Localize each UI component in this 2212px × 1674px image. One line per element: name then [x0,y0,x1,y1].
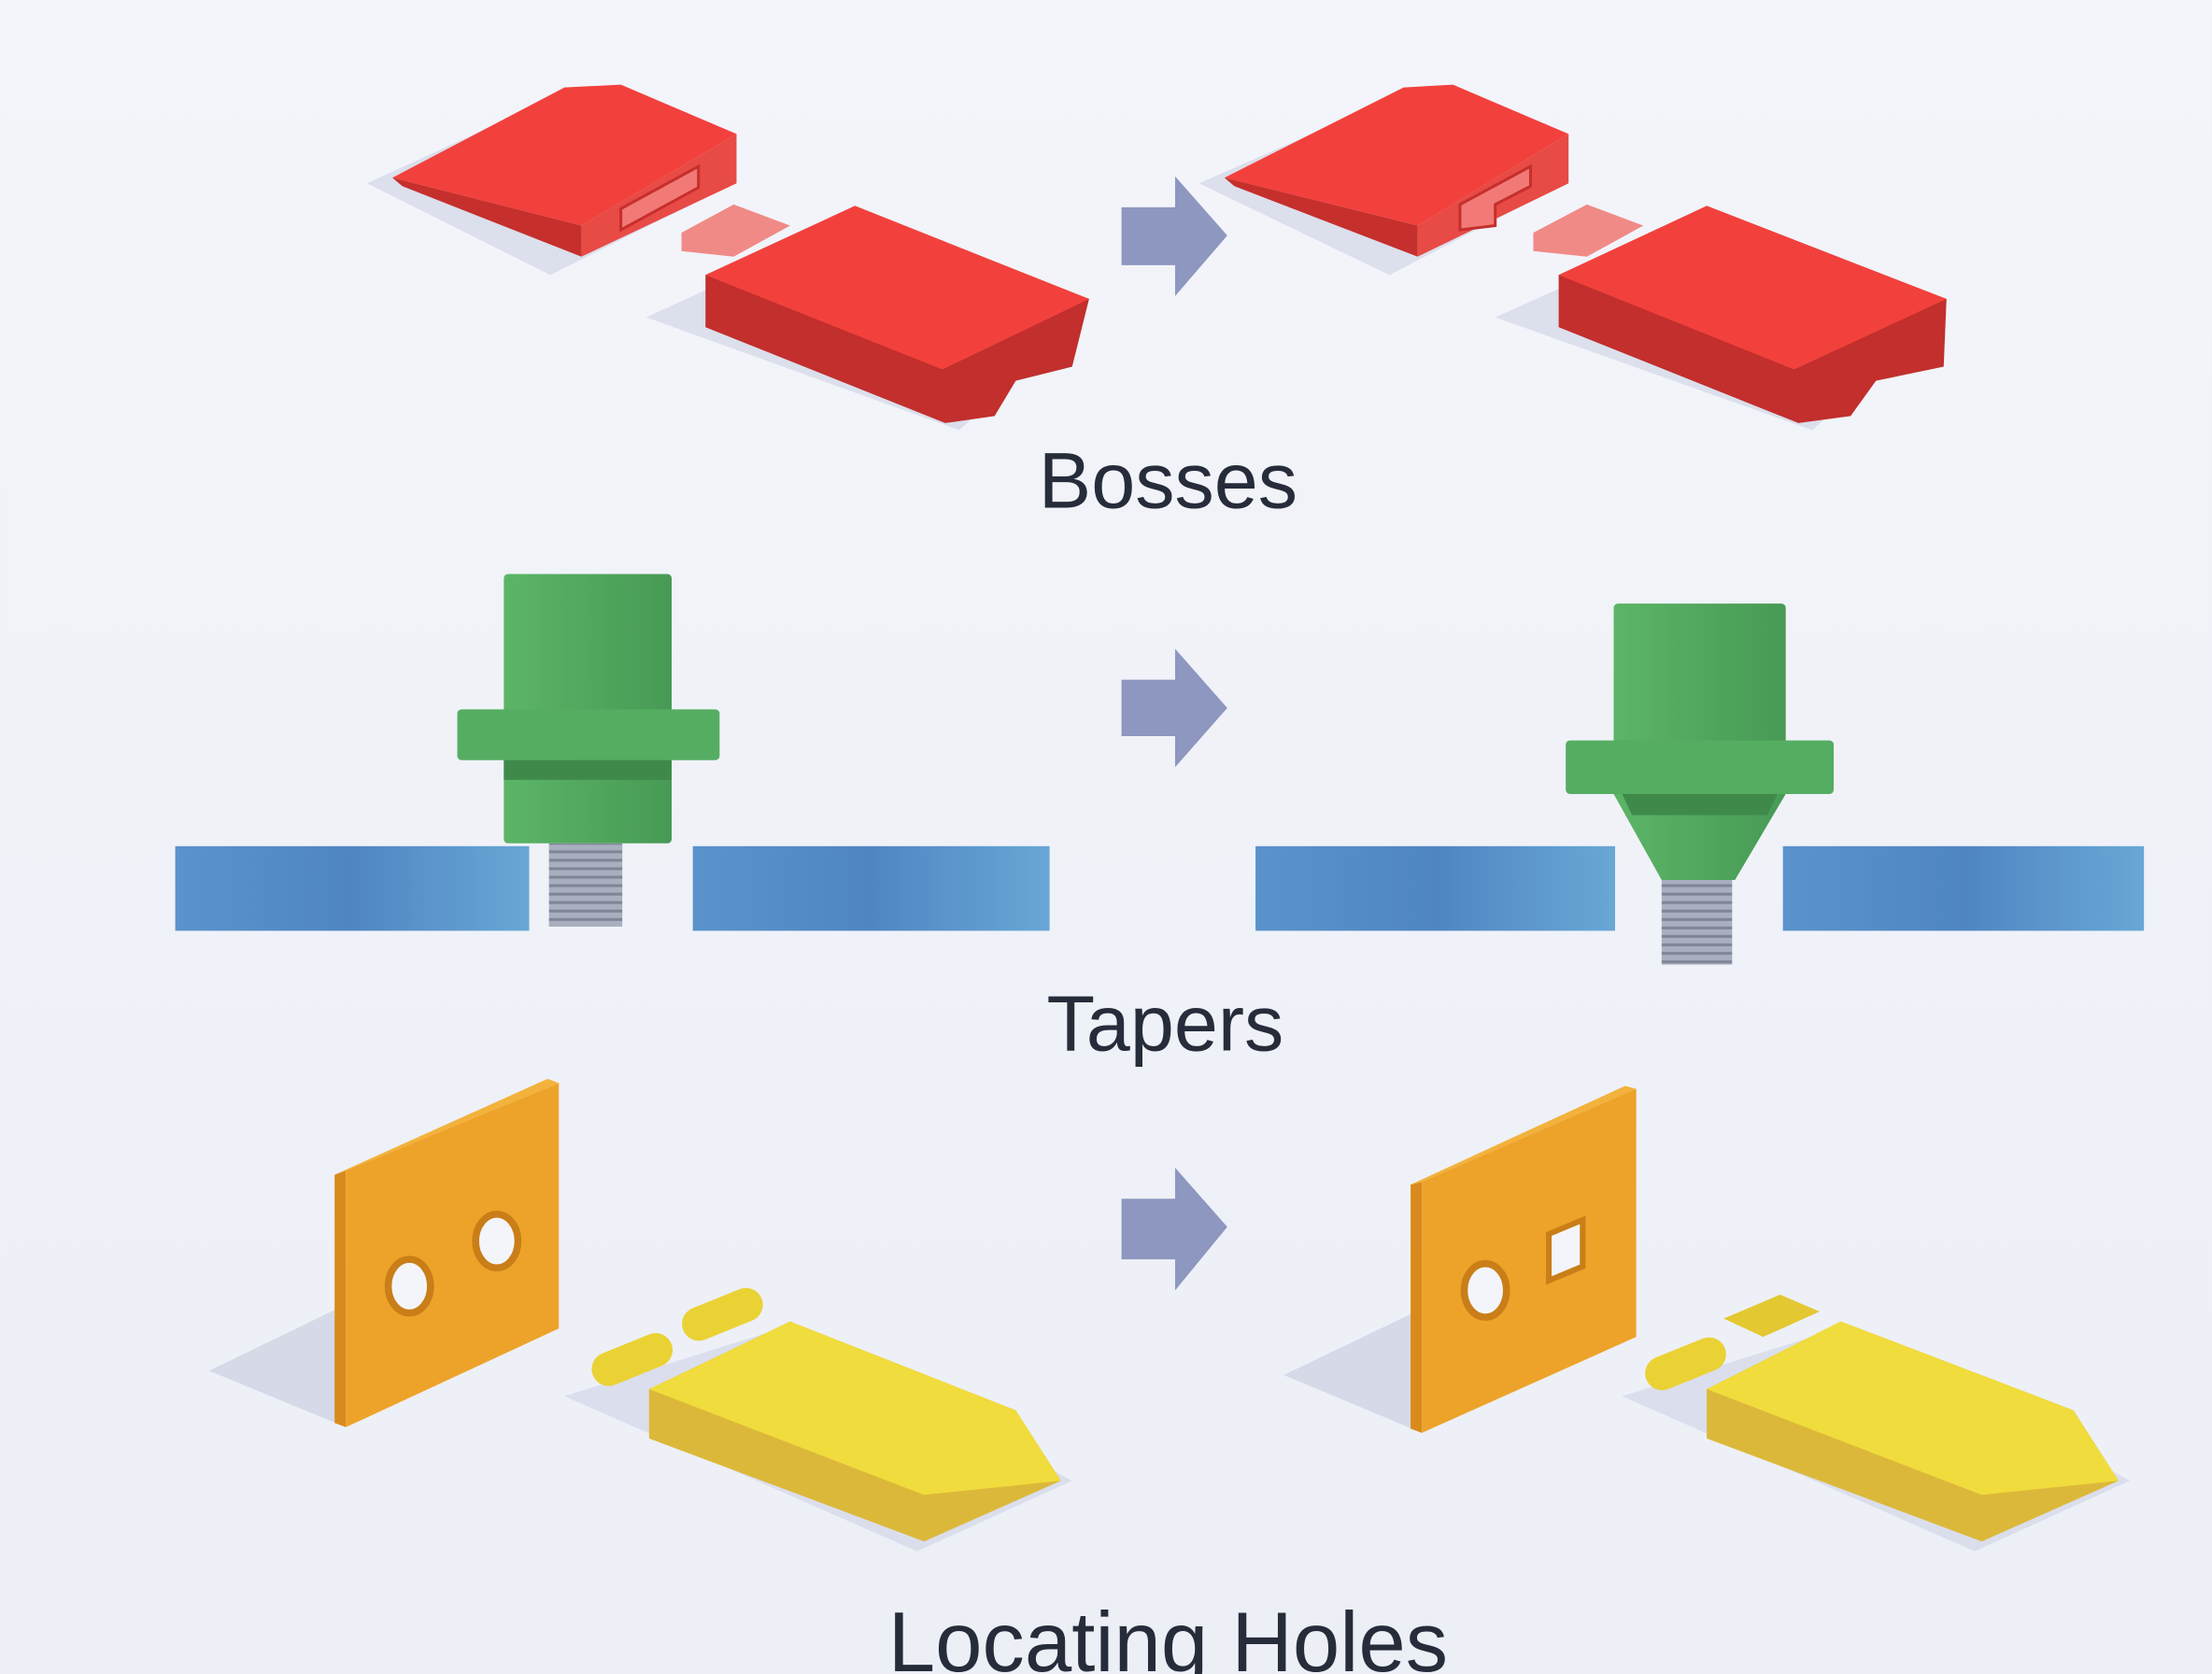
arrow-icon [1121,176,1227,297]
arrow-icon [1121,648,1227,768]
tapers-before [175,574,1050,931]
tapers-after [1255,603,2145,965]
section-label-locating-holes: Locating Holes [888,1596,1448,1674]
section-label-tapers: Tapers [1047,979,1284,1068]
locating-holes-before [208,1078,1072,1552]
locating-holes-after [1283,1085,2131,1552]
section-label-bosses: Bosses [1039,435,1297,524]
bosses-after [1198,84,1947,431]
arrow-icon [1121,1168,1227,1291]
bosses-before [366,84,1089,431]
